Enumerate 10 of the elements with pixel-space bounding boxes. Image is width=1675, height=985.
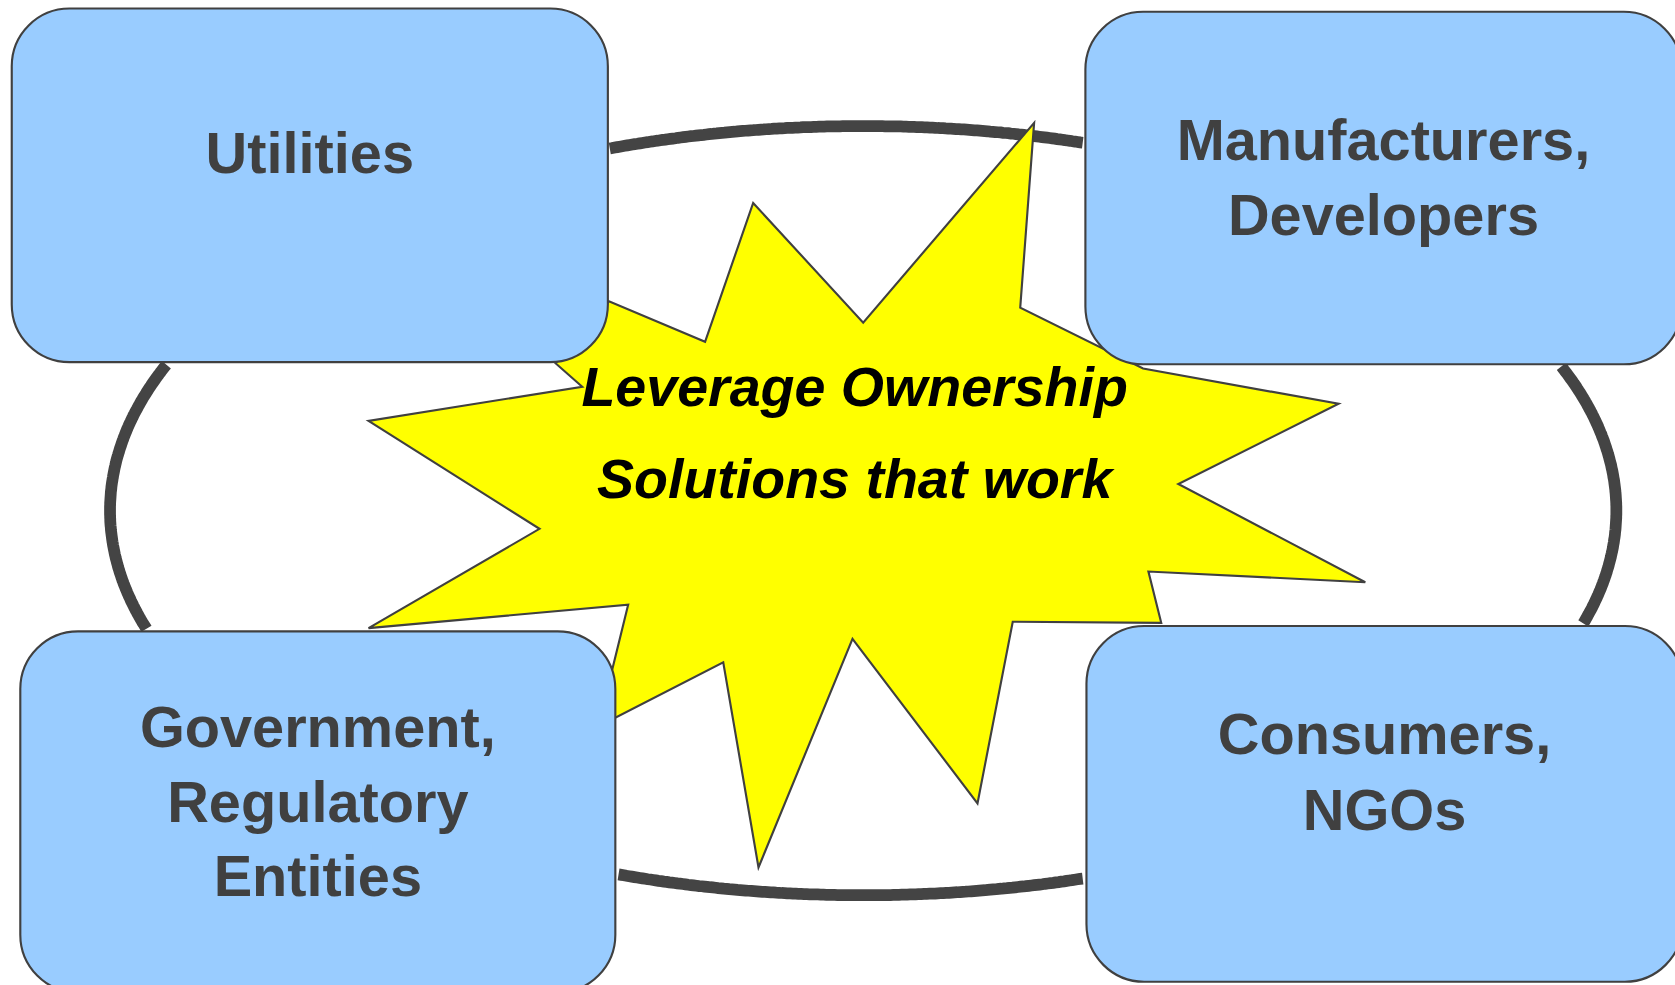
stakeholder-label: Manufacturers, Developers <box>1175 106 1592 249</box>
stakeholder-box <box>10 7 609 364</box>
stakeholder-box <box>1085 624 1675 983</box>
stakeholder-label: Consumers, NGOs <box>1216 701 1553 844</box>
ring-arc <box>615 868 1086 902</box>
stakeholder-box <box>19 630 617 985</box>
stakeholder-label: Utilities <box>205 120 414 188</box>
stakeholder-label: Government, Regulatory Entities <box>138 693 497 911</box>
stakeholder-box <box>1084 10 1675 366</box>
slogan-text: Leverage Ownership Solutions that work <box>580 354 1129 512</box>
